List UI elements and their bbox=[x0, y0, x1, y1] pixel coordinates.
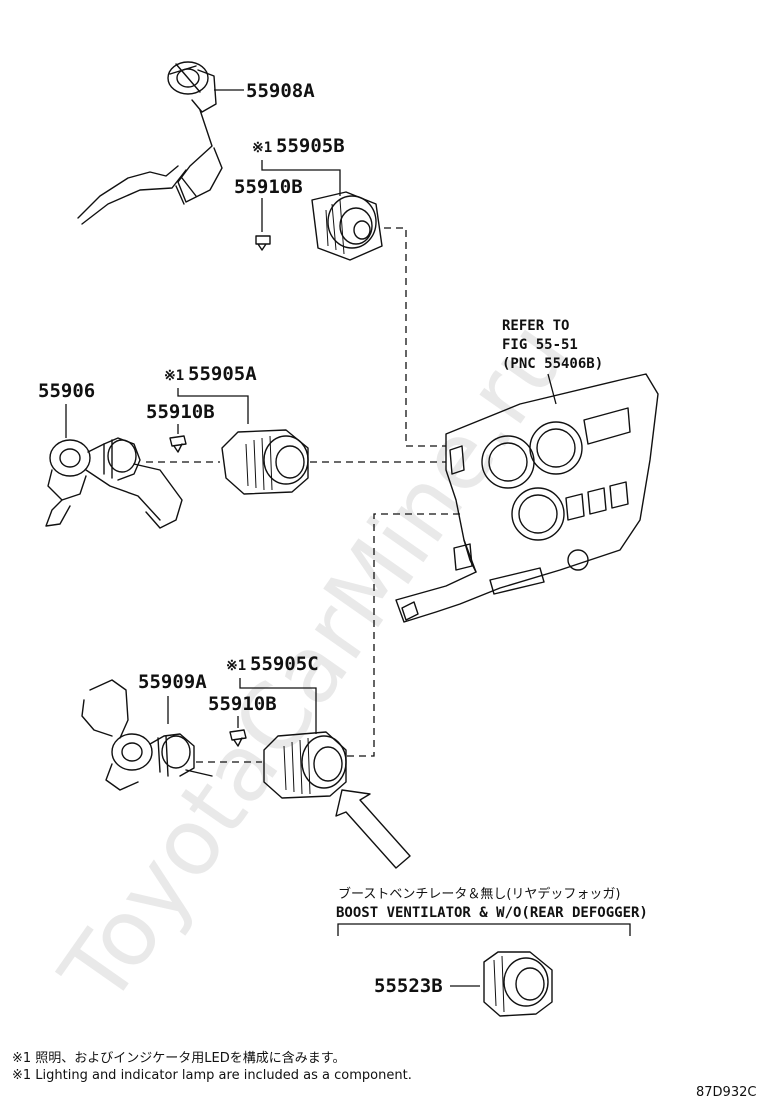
socket-harness-55909A bbox=[81, 679, 213, 791]
socket-harness-55906 bbox=[45, 437, 183, 529]
part-label-55910B-mid: 55910B bbox=[146, 401, 215, 423]
footnote-mark-55905B: ※1 bbox=[252, 140, 272, 156]
screw-55910B-top bbox=[255, 235, 271, 251]
center-cluster-panel bbox=[395, 373, 659, 623]
part-label-55523B: 55523B bbox=[374, 975, 443, 997]
part-label-55908A: 55908A bbox=[246, 80, 315, 102]
part-label-55905A: 55905A bbox=[188, 363, 257, 385]
part-label-55906: 55906 bbox=[38, 380, 95, 402]
part-label-55909A: 55909A bbox=[138, 671, 207, 693]
screw-55910B-bot bbox=[229, 729, 247, 747]
footnote-mark-55905A: ※1 bbox=[164, 368, 184, 384]
socket-harness-55908A bbox=[77, 61, 223, 225]
refer-line2: FIG 55-51 bbox=[502, 337, 578, 353]
footnote-mark-55905C: ※1 bbox=[226, 658, 246, 674]
part-label-55905C: 55905C bbox=[250, 653, 319, 675]
refer-line1: REFER TO bbox=[502, 318, 569, 334]
knob-55523B bbox=[483, 951, 553, 1017]
refer-line3: (PNC 55406B) bbox=[502, 356, 603, 372]
part-label-55910B-top: 55910B bbox=[234, 176, 303, 198]
heater-knob-55905B bbox=[311, 191, 383, 261]
heater-knob-55905C bbox=[263, 731, 347, 799]
arrow-indicator bbox=[335, 789, 411, 869]
part-label-55910B-bot: 55910B bbox=[208, 693, 277, 715]
footnote-jp: ※1 照明、およびインジケータ用LEDを構成に含みます。 bbox=[12, 1050, 345, 1066]
condition-en: BOOST VENTILATOR & W/O(REAR DEFOGGER) bbox=[336, 905, 648, 921]
heater-knob-55905A bbox=[221, 429, 309, 495]
condition-jp: ブーストベンチレータ＆無し(リヤデッフォッガ) bbox=[338, 886, 621, 902]
screw-55910B-mid bbox=[169, 435, 187, 453]
part-label-55905B: 55905B bbox=[276, 135, 345, 157]
diagram-code: 87D932C bbox=[696, 1085, 756, 1100]
footnote-en: ※1 Lighting and indicator lamp are inclu… bbox=[12, 1068, 412, 1083]
